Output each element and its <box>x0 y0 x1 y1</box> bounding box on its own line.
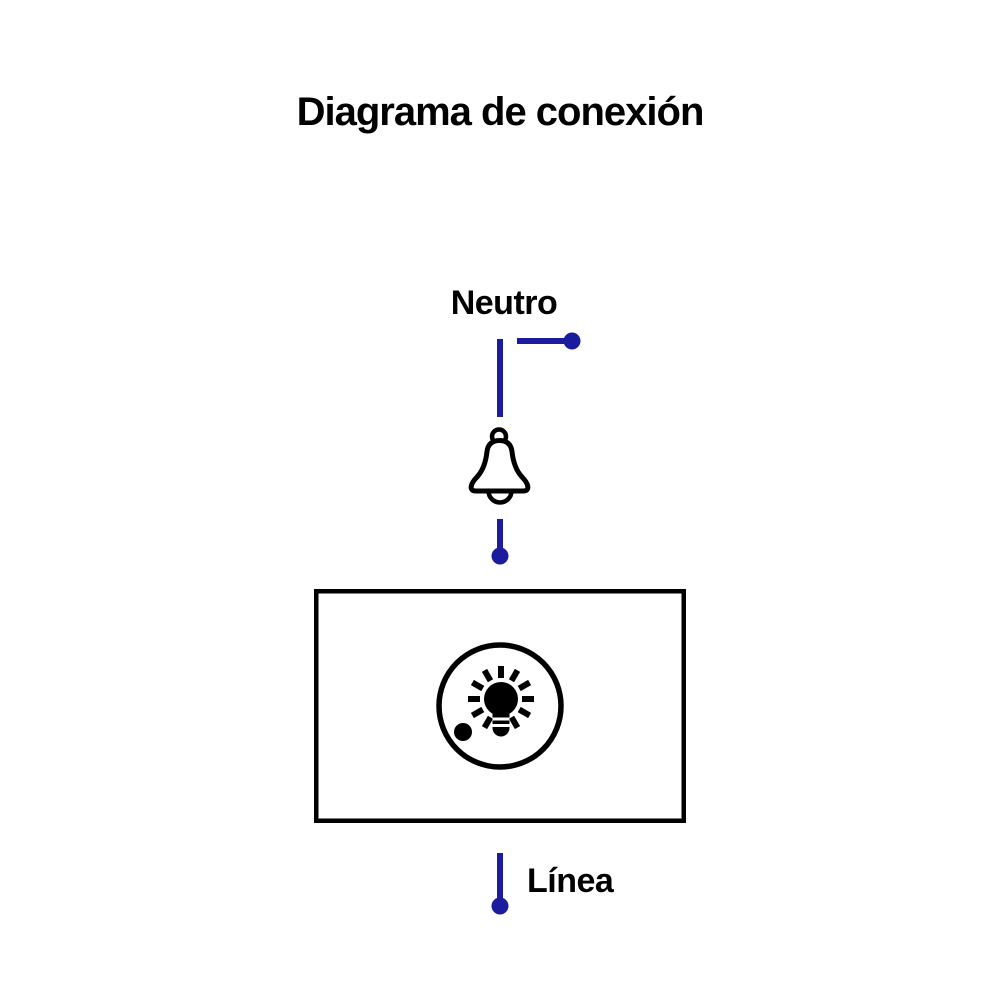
wire-dots <box>491 332 581 915</box>
indicator-dot-icon <box>454 723 472 741</box>
bulb-ray <box>470 679 485 692</box>
doorbell-bell-icon <box>468 427 531 505</box>
line-terminal-dot <box>491 897 509 915</box>
page-title: Diagrama de conexión <box>296 90 705 134</box>
bulb-ray <box>517 706 532 719</box>
bulb-ray <box>517 679 532 692</box>
bell-terminal-dot <box>491 547 509 565</box>
bulb-head <box>484 682 518 716</box>
bulb-base-stripe <box>492 724 510 727</box>
line-wire-label: Línea <box>527 862 614 900</box>
bell-clapper <box>486 488 514 505</box>
bulb-ray <box>470 706 485 719</box>
bulb-base-stripe <box>492 717 510 721</box>
neutral-terminal-dot <box>563 332 581 350</box>
bulb-ray <box>508 715 521 730</box>
glowing-bulb-icon <box>454 666 534 741</box>
bulb-ray <box>508 668 521 683</box>
bulb-ray <box>481 668 494 683</box>
neutral-wire-label: Neutro <box>450 284 558 322</box>
bell-body <box>468 438 531 494</box>
wire-strokes <box>497 338 568 902</box>
bulb-rays <box>468 666 534 730</box>
bulb-base-stripes <box>492 717 510 727</box>
bulb-ray <box>481 715 494 730</box>
